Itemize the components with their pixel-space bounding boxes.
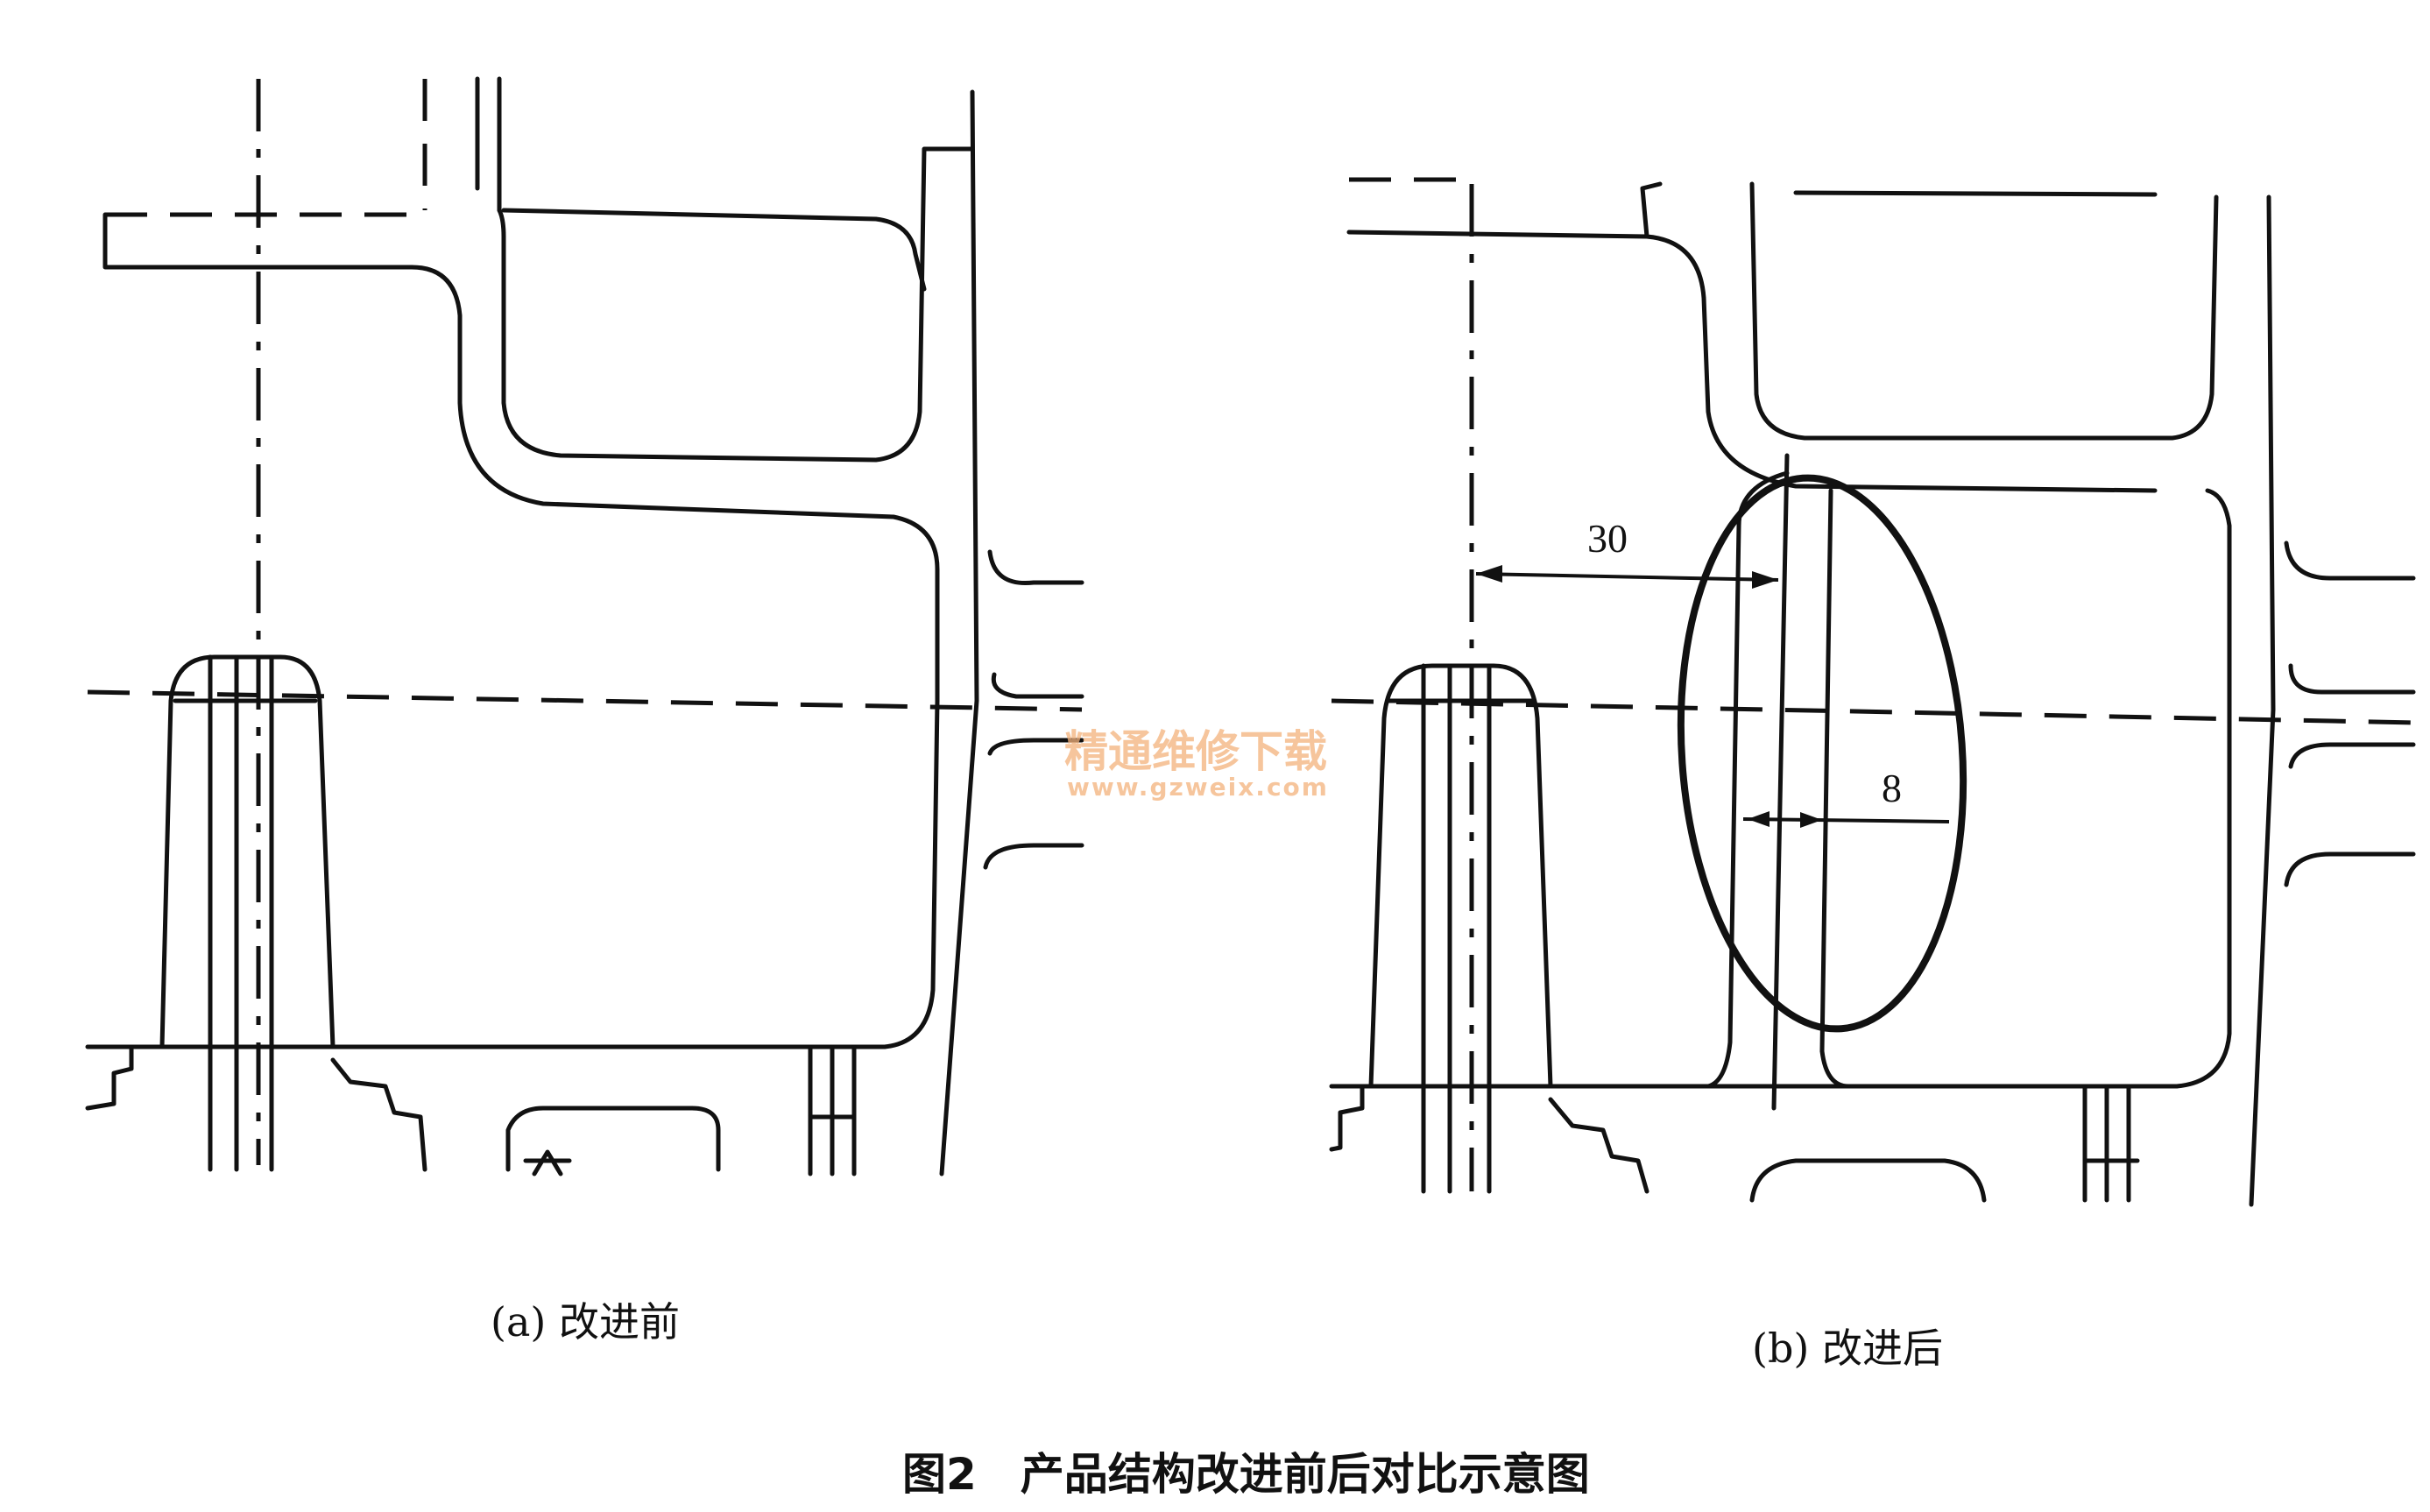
upper-chamber-b [1749, 181, 2219, 441]
panel-a-caption: (a) 改进前 [491, 1298, 680, 1346]
highlight-ellipse [1677, 474, 1967, 1033]
horizontal-centerline-b [1331, 698, 2419, 725]
dimension-label-8: 8 [1882, 766, 1902, 810]
panel-b-caption: (b) 改进后 [1752, 1325, 1943, 1372]
right-wall [939, 89, 979, 1176]
dimension-line-30 [1475, 572, 1779, 582]
boss-b [1368, 663, 1553, 1089]
dimension-line-8 [1742, 817, 1950, 823]
top-flange-b [1346, 230, 2158, 493]
horizontal-centerline [87, 689, 1083, 712]
dimension-label-30: 30 [1587, 516, 1628, 561]
inner-wall-left [409, 265, 940, 703]
watermark-url: www.gzweix.com [1067, 773, 1329, 802]
watermark-logo-text: 精通维修下载 [1064, 726, 1327, 777]
panel-a-drawing [85, 76, 1084, 1176]
panel-b-drawing [1329, 177, 2419, 1207]
right-wall-b [2249, 194, 2276, 1207]
top-flange [102, 212, 414, 270]
upper-chamber [497, 146, 975, 463]
figure-title: 图2 产品结构改进前后对比示意图 [902, 1449, 1590, 1500]
boss [159, 654, 336, 1049]
